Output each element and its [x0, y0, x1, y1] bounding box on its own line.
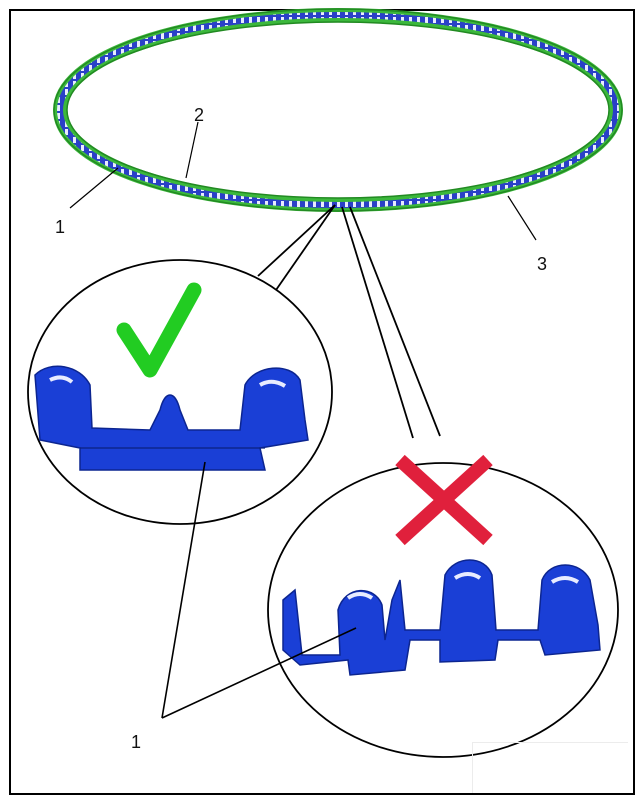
callout-lines [257, 204, 441, 439]
leader-line-1 [69, 167, 119, 209]
label-outer-profile: 1 [55, 217, 66, 237]
cross-mark-icon [395, 454, 493, 546]
corner-note-area [472, 742, 628, 793]
part-profile-incorrect [282, 559, 601, 676]
ring-assembly [53, 8, 623, 212]
label-spring-element: 2 [194, 105, 205, 125]
label-inner-ring: 3 [537, 254, 548, 274]
bottom-leader-lines [161, 461, 357, 719]
leader-line-3 [507, 195, 537, 241]
detail-view-correct [27, 259, 333, 525]
check-mark-icon [116, 282, 202, 378]
detail-view-incorrect [267, 454, 619, 758]
part-profile-correct [34, 365, 309, 471]
label-callout: 1 [131, 732, 142, 752]
leader-line-2 [185, 121, 199, 179]
